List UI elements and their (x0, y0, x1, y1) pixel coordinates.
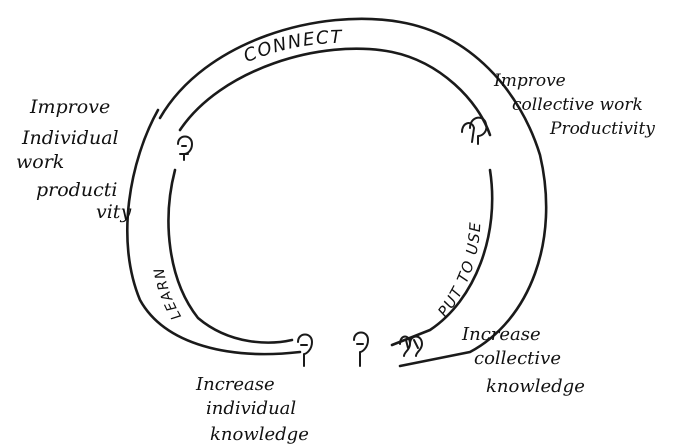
note-line: Productivity (549, 119, 655, 139)
head-icon (462, 118, 486, 144)
note-line: producti (36, 179, 117, 201)
outer-ring (127, 19, 546, 366)
note-line: knowledge (486, 376, 585, 397)
head-icon (298, 335, 312, 367)
arc-label-connect: CONNECT (241, 27, 344, 67)
head-icon (178, 137, 192, 161)
note-improve-individual: Improve Individual work producti vity (16, 96, 131, 223)
note-line: collective work (512, 95, 643, 115)
note-line: Increase (195, 374, 275, 395)
note-increase-individual: Increase individual knowledge (195, 374, 309, 445)
note-line: Increase (461, 324, 541, 345)
head-icon (354, 333, 368, 367)
note-improve-collective: Improve collective work Productivity (493, 71, 655, 139)
note-increase-collective: Increase collective knowledge (461, 324, 585, 397)
note-line: Improve (493, 71, 566, 91)
note-line: work (16, 151, 64, 173)
note-line: vity (96, 201, 131, 223)
note-line: Improve (29, 96, 110, 118)
arc-label-learn: LEARN (151, 265, 185, 322)
note-line: collective (474, 348, 561, 369)
note-line: knowledge (210, 424, 309, 445)
note-line: individual (206, 398, 296, 419)
note-line: Individual (21, 127, 119, 149)
